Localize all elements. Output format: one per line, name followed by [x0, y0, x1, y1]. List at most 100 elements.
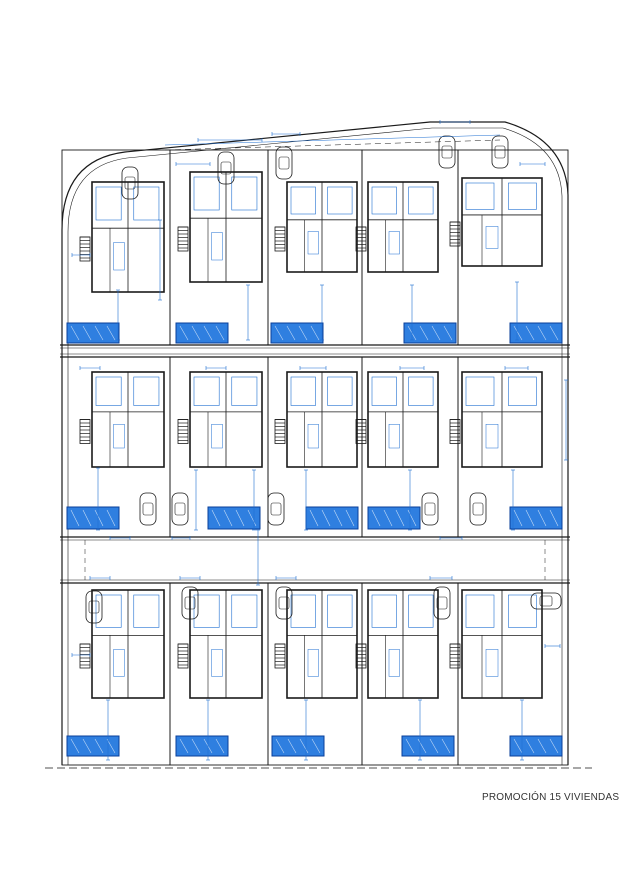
bed-icon: [327, 594, 353, 628]
house: [79, 589, 165, 699]
pool-ripple: [549, 738, 559, 754]
pool-water: [509, 506, 563, 530]
pool-water: [403, 322, 457, 344]
plot: [457, 149, 569, 346]
table-icon: [485, 424, 499, 449]
house: [449, 589, 543, 699]
plot: [61, 149, 171, 346]
pool-ripple: [70, 509, 80, 527]
pool-ripple: [321, 509, 331, 527]
house-floorplans: [79, 171, 543, 699]
pool-icon: [305, 506, 359, 530]
pool-ripple: [179, 738, 189, 754]
pool-ripple: [286, 325, 296, 341]
stair-frame: [449, 643, 461, 669]
stair-frame: [274, 419, 286, 444]
bed-icon: [193, 376, 220, 406]
table-icon: [211, 232, 223, 261]
house: [177, 171, 263, 283]
pool-ripple: [537, 738, 547, 754]
pool-icon: [509, 506, 563, 530]
stair-frame: [177, 643, 189, 669]
car-roof: [278, 596, 290, 610]
house: [355, 589, 439, 699]
bed-icon: [508, 182, 537, 210]
pool-ripple: [274, 325, 284, 341]
pool-ripple: [419, 325, 429, 341]
pool-water: [367, 506, 421, 530]
pool-ripple: [298, 325, 308, 341]
car-roof: [124, 176, 136, 190]
bed-icon: [290, 186, 316, 215]
car-body: [171, 492, 189, 526]
pool-ripple: [525, 509, 535, 527]
car-icon: [438, 135, 456, 169]
stair-icon: [449, 221, 461, 247]
pool-ripple: [223, 509, 233, 527]
plot: [361, 149, 459, 346]
pool-ripple: [299, 738, 309, 754]
pool-ripple: [94, 325, 104, 341]
house: [274, 371, 358, 468]
car-body: [267, 492, 285, 526]
pool-ripple: [383, 509, 393, 527]
pool-ripple: [431, 325, 441, 341]
car-icon: [121, 166, 139, 200]
car-roof: [142, 502, 154, 516]
pool-ripple: [525, 738, 535, 754]
stair-frame: [79, 236, 91, 262]
stair-icon: [177, 419, 189, 444]
bed-icon: [408, 594, 434, 628]
pool-ripple: [443, 325, 453, 341]
house: [274, 181, 358, 273]
car-roof: [174, 502, 186, 516]
table-icon: [113, 424, 125, 449]
pool-ripple: [82, 738, 92, 754]
car-icon: [275, 586, 293, 620]
car-roof: [220, 161, 232, 175]
house: [274, 589, 358, 699]
stair-frame: [177, 419, 189, 444]
pool-icon: [509, 735, 563, 757]
stair-icon: [274, 419, 286, 444]
stair-icon: [79, 236, 91, 262]
car-body: [217, 151, 235, 185]
car-icon: [433, 586, 451, 620]
pool-ripple: [179, 325, 189, 341]
table-icon: [388, 231, 400, 255]
bed-icon: [95, 186, 122, 221]
car-icon: [181, 586, 199, 620]
car-body: [139, 492, 157, 526]
table-icon: [485, 226, 499, 249]
stair-icon: [79, 643, 91, 669]
street-lines: [60, 344, 570, 584]
pool-ripple: [311, 738, 321, 754]
pool-ripple: [275, 738, 285, 754]
pool-ripple: [287, 738, 297, 754]
pool-ripple: [441, 738, 451, 754]
plot: [457, 356, 569, 538]
pool-ripple: [405, 738, 415, 754]
table-icon: [307, 231, 319, 255]
pool-ripple: [513, 738, 523, 754]
stair-icon: [449, 419, 461, 444]
stair-frame: [274, 226, 286, 252]
bed-icon: [133, 376, 160, 406]
pool-ripple: [191, 325, 201, 341]
pool-water: [401, 735, 455, 757]
table-icon: [113, 242, 125, 271]
car-roof: [184, 596, 196, 610]
car-body: [530, 592, 562, 610]
stair-frame: [355, 643, 367, 669]
pool-ripple: [345, 509, 355, 527]
stair-frame: [79, 419, 91, 444]
pool-ripple: [106, 509, 116, 527]
car-icon: [530, 592, 562, 610]
car-icon: [469, 492, 487, 526]
stair-frame: [177, 226, 189, 252]
car-roof: [88, 600, 100, 614]
pool-water: [271, 735, 325, 757]
bed-icon: [231, 376, 258, 406]
pool-icon: [509, 322, 563, 344]
pool-icon: [271, 735, 325, 757]
